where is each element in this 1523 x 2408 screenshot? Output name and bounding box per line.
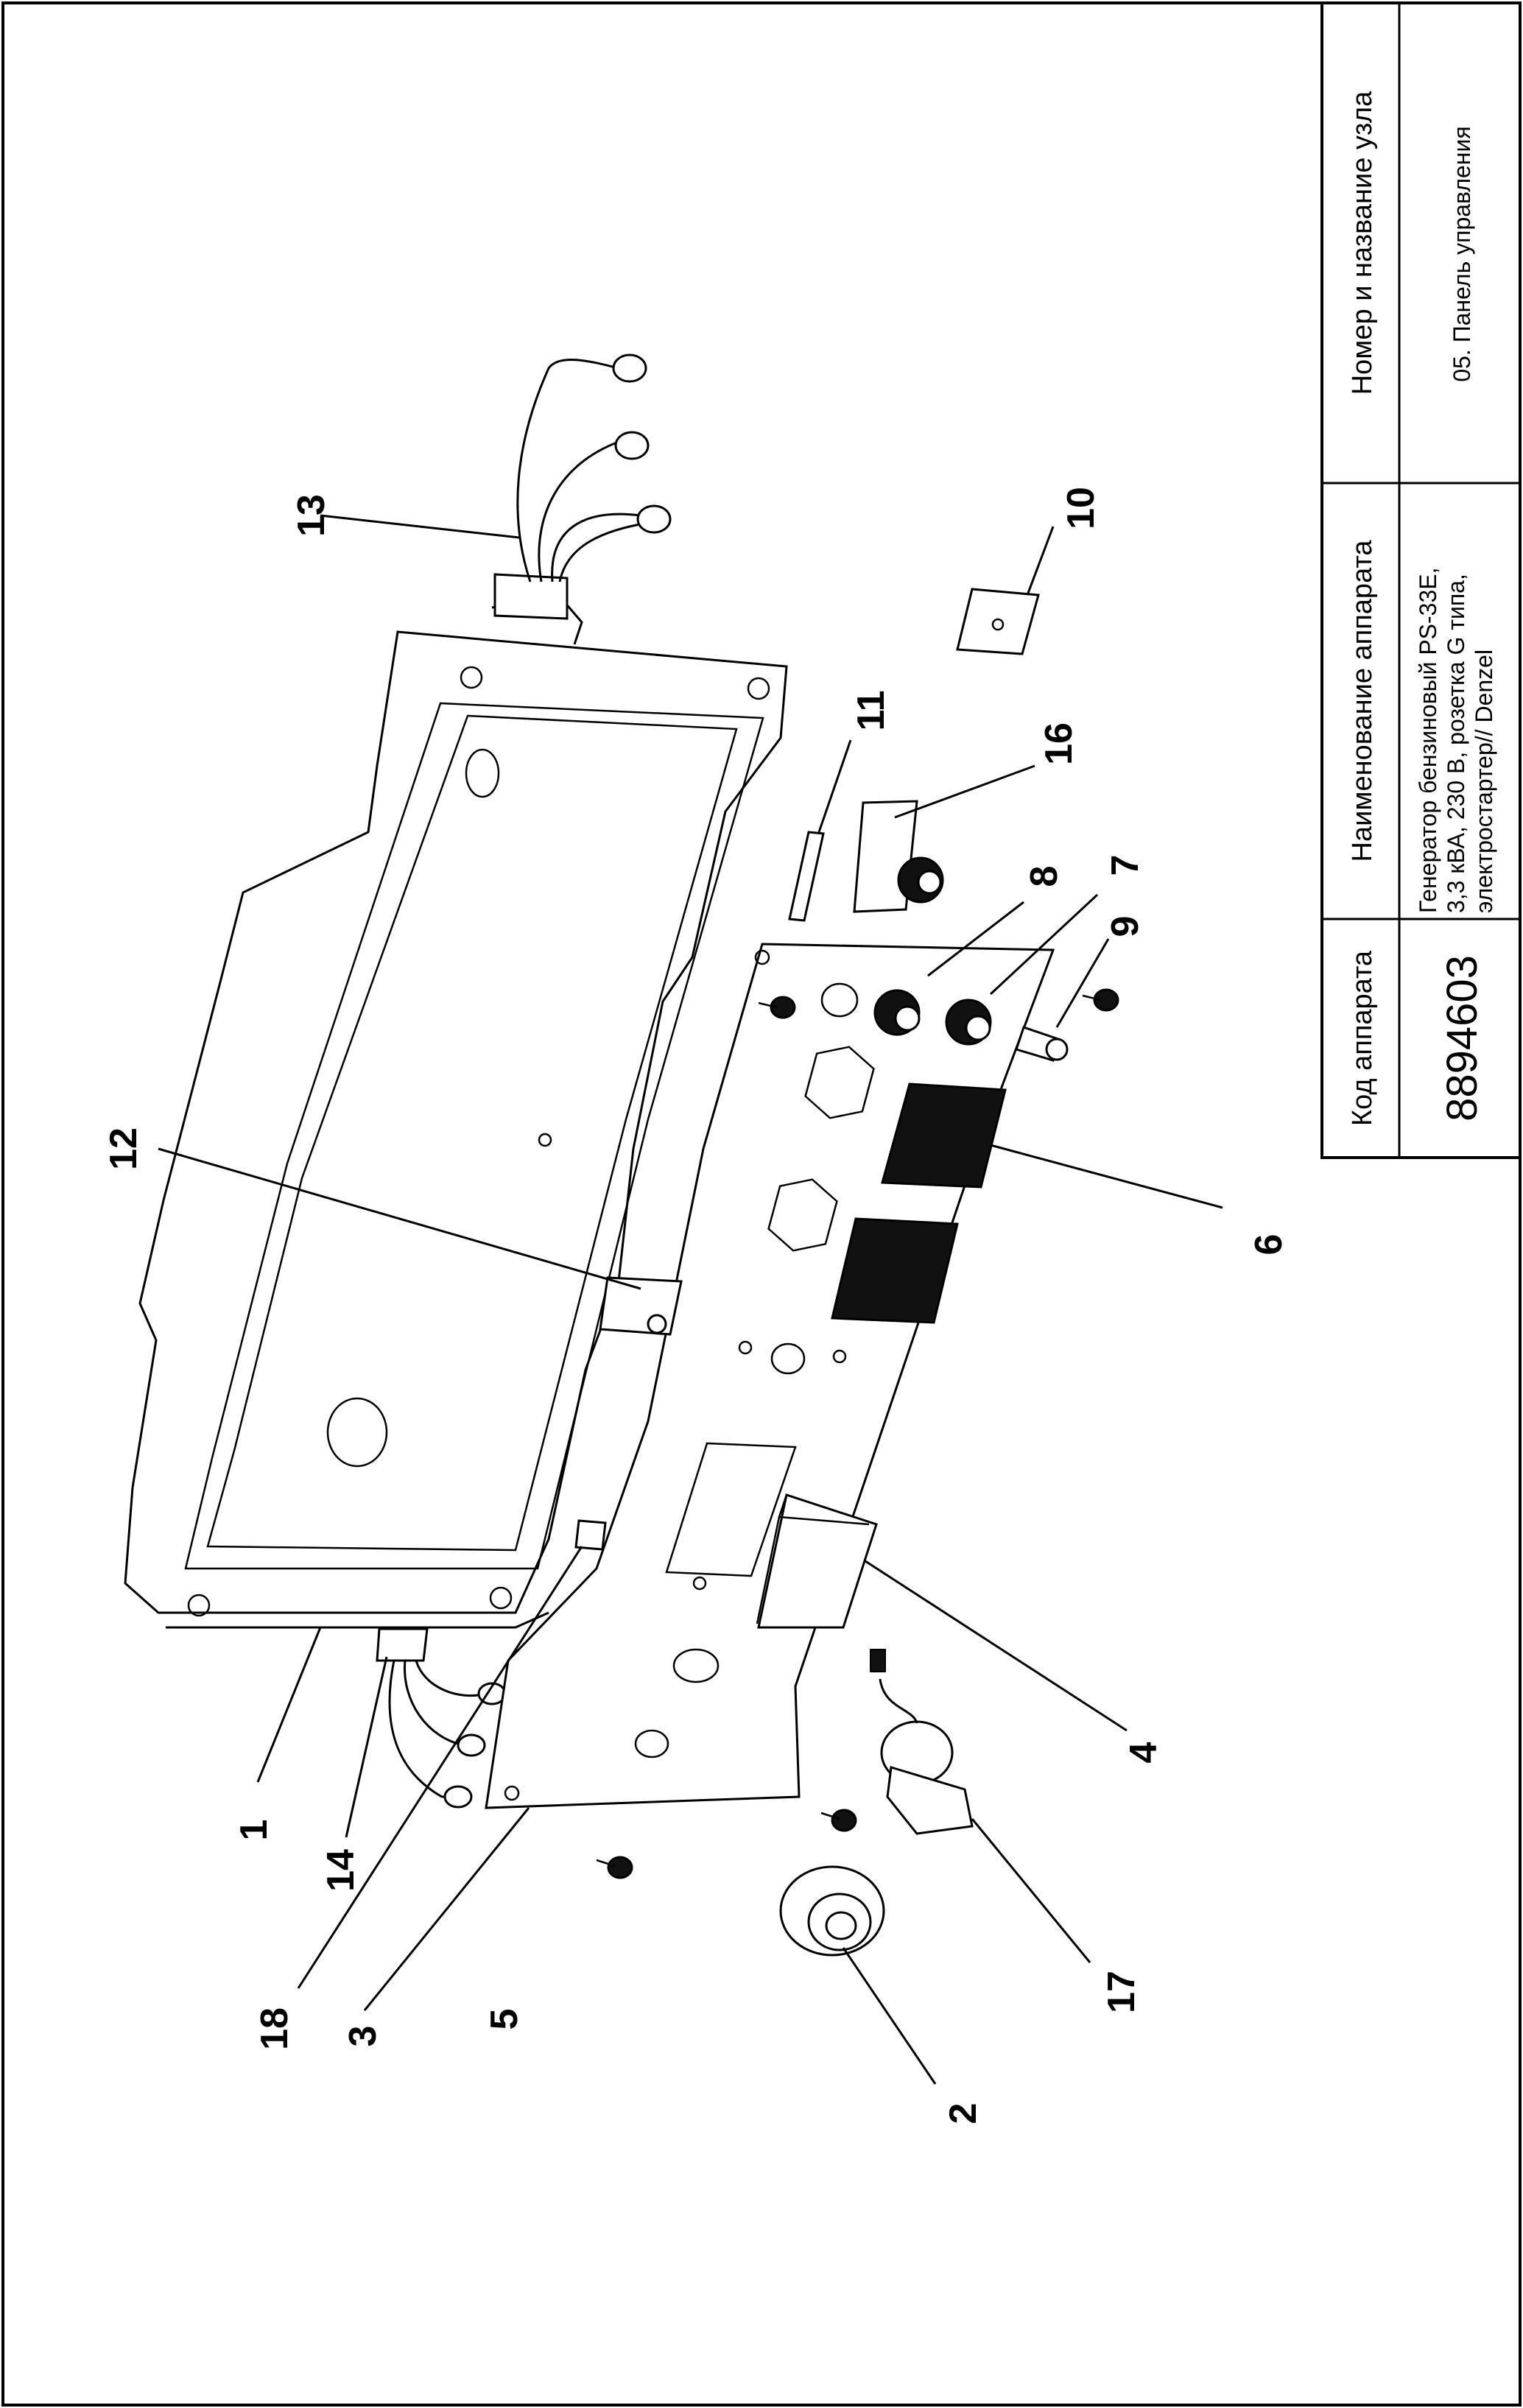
leader-17 [971, 1818, 1091, 1963]
leader-3 [363, 1807, 530, 2011]
terminal-9 [1015, 1026, 1069, 1062]
relay-box [756, 1493, 878, 1629]
label-12: 12 [102, 1127, 145, 1170]
screw-lower-2 [596, 1856, 633, 1879]
leader-12 [158, 1147, 641, 1290]
title-block: Номер и название узла Наименование аппар… [1320, 1, 1522, 1159]
clip-18 [574, 1519, 607, 1551]
label-14: 14 [320, 1849, 362, 1892]
leader-9 [1055, 938, 1110, 1028]
label-17: 17 [1100, 1971, 1143, 2013]
title-name-line-3: электростартер// Denzel [1471, 649, 1497, 913]
leader-8 [927, 901, 1024, 977]
leader-18 [297, 1546, 583, 1989]
title-name-line-1: Генератор бензиновый PS-33E, [1415, 567, 1441, 913]
screw-lower-1 [820, 1809, 857, 1832]
wiring-harness-bottom [376, 1627, 507, 1809]
screw-upper-2 [1082, 988, 1119, 1012]
leader-2 [842, 1947, 937, 2085]
title-head-code: Код аппарата [1347, 950, 1378, 1126]
wiring-harness-top [493, 353, 672, 620]
title-code-value: 8894603 [1438, 955, 1486, 1122]
leader-10 [1026, 526, 1055, 596]
label-16: 16 [1038, 722, 1080, 765]
label-10: 10 [1060, 487, 1102, 529]
leader-lines [158, 514, 1223, 2085]
leader-13 [320, 514, 520, 539]
leader-6 [990, 1144, 1223, 1209]
label-5: 5 [483, 2009, 526, 2030]
knob-7 [945, 999, 992, 1046]
title-node-value: 05. Панель управления [1449, 126, 1475, 381]
label-7: 7 [1104, 855, 1147, 876]
part-labels: 1 14 18 3 5 2 17 4 6 12 13 11 16 10 8 7 … [102, 487, 1290, 2124]
label-8: 8 [1023, 866, 1066, 887]
label-2: 2 [942, 2103, 985, 2124]
switch-16 [853, 800, 944, 913]
title-head-node: Номер и название узла [1347, 91, 1378, 395]
leader-11 [817, 739, 852, 833]
label-3: 3 [342, 2026, 384, 2047]
label-18: 18 [253, 2007, 296, 2050]
socket-cap-2 [779, 1865, 885, 1957]
socket-17 [870, 1649, 974, 1835]
leader-16 [894, 764, 1035, 819]
connector-12 [599, 1276, 683, 1336]
label-9: 9 [1104, 916, 1147, 937]
screw-upper-1 [758, 996, 796, 1019]
label-11: 11 [850, 691, 893, 731]
knob-8 [873, 989, 921, 1036]
block-10 [956, 588, 1040, 655]
housing-frame [124, 595, 788, 1629]
leader-7 [989, 893, 1099, 996]
title-name-line-2: 3,3 кВА, 230 В, розетка G типа, [1443, 574, 1469, 913]
breaker-blocks [831, 1082, 1007, 1324]
label-1: 1 [233, 1820, 275, 1841]
label-4: 4 [1122, 1742, 1165, 1763]
label-6: 6 [1248, 1234, 1290, 1256]
leader-1 [256, 1627, 322, 1783]
leader-14 [345, 1656, 388, 1838]
label-13: 13 [290, 494, 333, 537]
title-head-name: Наименование аппарата [1347, 540, 1378, 862]
fuse-11 [788, 831, 825, 922]
leader-4 [865, 1560, 1128, 1732]
